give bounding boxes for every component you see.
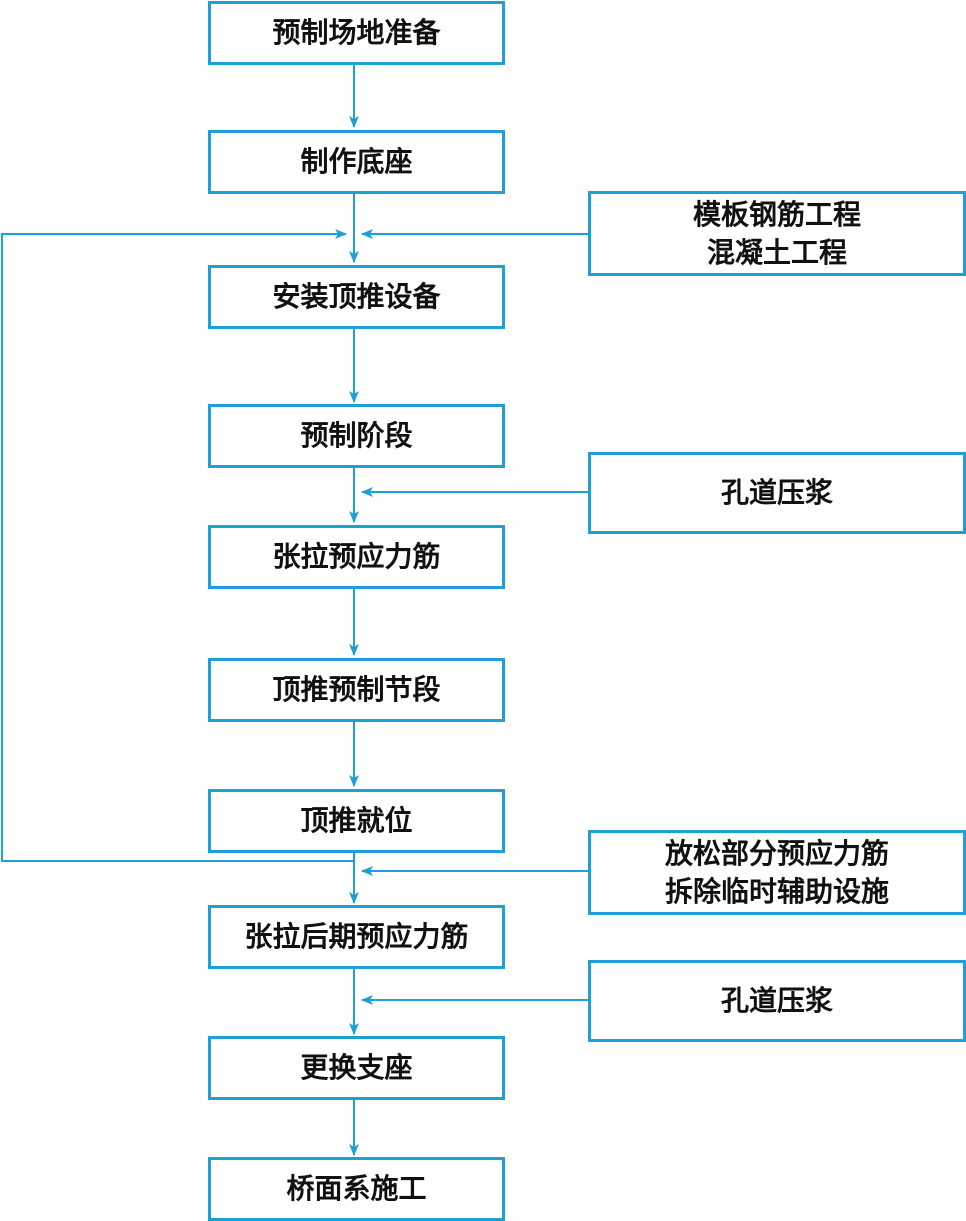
- step-tension-later-tendons: 张拉后期预应力筋: [208, 905, 505, 969]
- step-precast-stage: 预制阶段: [208, 404, 505, 468]
- side-input-release-remove-temporary: 放松部分预应力筋 拆除临时辅助设施: [588, 830, 966, 915]
- step-push-into-position: 顶推就位: [208, 789, 505, 853]
- step-replace-bearings: 更换支座: [208, 1036, 505, 1100]
- loop-back-arrow: [1, 229, 354, 862]
- step-install-pushing-equipment: 安装顶推设备: [208, 265, 505, 329]
- side-input-formwork-rebar-concrete: 模板钢筋工程 混凝土工程: [588, 191, 966, 276]
- side-input-duct-grouting-1: 孔道压浆: [588, 452, 966, 534]
- step-make-base: 制作底座: [208, 130, 505, 194]
- side-input-duct-grouting-2: 孔道压浆: [588, 960, 966, 1042]
- step-site-preparation: 预制场地准备: [208, 1, 505, 65]
- step-push-precast-segment: 顶推预制节段: [208, 658, 505, 722]
- step-bridge-deck-construction: 桥面系施工: [208, 1157, 505, 1221]
- step-tension-prestressing-tendons: 张拉预应力筋: [208, 525, 505, 589]
